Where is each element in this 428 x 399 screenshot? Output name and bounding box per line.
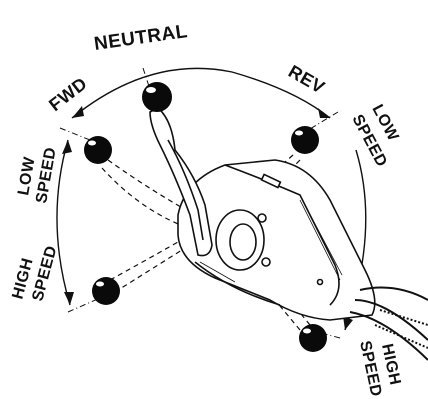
ghost-lever-high-left [115,245,190,292]
screw-2 [262,258,270,266]
left-speed-arc [57,140,70,305]
knob-high-right [299,324,327,352]
hub-inner [230,224,256,260]
fwd-line [60,128,90,140]
knob-high-left [92,277,120,305]
screw-3 [318,280,323,285]
knob-neutral [142,82,172,112]
knob-low-left [84,136,112,164]
label-rev: REV [285,61,328,98]
cable-4 [380,310,428,325]
screw-1 [258,214,266,222]
label-low-speed-left-2: SPEED [33,146,60,205]
label-neutral: NEUTRAL [93,21,189,55]
label-high-speed-left-2: SPEED [29,244,60,303]
arrow-fwd-icon [72,106,84,118]
knob-rev-low [291,126,319,154]
high-left-line [68,298,100,312]
ghost-lever-high-left-2 [110,238,185,280]
